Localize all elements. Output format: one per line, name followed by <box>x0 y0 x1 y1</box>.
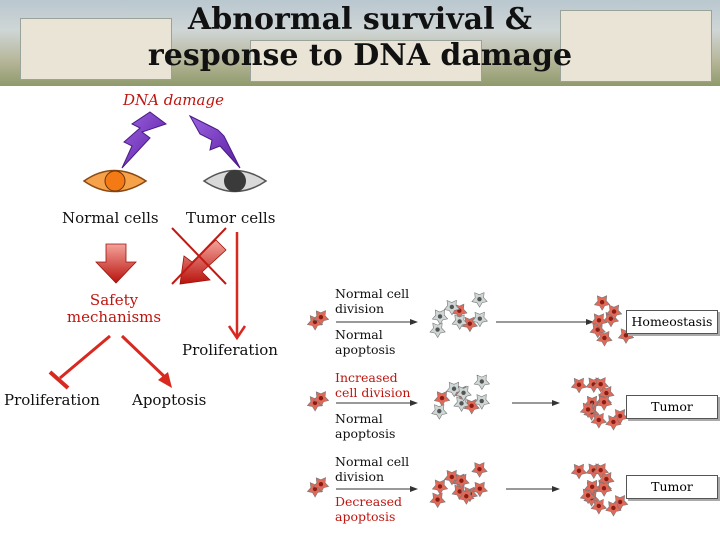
row-1-middle-1-nucleus <box>467 321 473 326</box>
row-1-initial-0-nucleus <box>312 319 318 325</box>
blocked-cross-line-2 <box>171 227 227 285</box>
row-1-final-5-nucleus <box>611 309 617 314</box>
row-3-apoptosis-label: Decreased apoptosis <box>335 494 403 524</box>
row-2-final-11-nucleus <box>611 419 616 425</box>
row-1-final-2-nucleus <box>599 299 605 305</box>
tumor-cell-nucleus-icon <box>224 170 246 192</box>
row-2-final-6-nucleus <box>596 417 602 423</box>
row-2-middle-6-nucleus <box>479 398 484 404</box>
outcome-tumor-box-1: Tumor <box>626 395 718 419</box>
tumor-proliferation-arrow-head-icon <box>227 325 247 341</box>
row-2-final-9-nucleus <box>585 407 591 412</box>
row-1-division-label: Normal cell division <box>335 286 410 316</box>
row-2-middle-5-nucleus <box>451 386 457 391</box>
lightning-bolt-left-icon <box>121 111 168 169</box>
outcome-homeostasis-box: Homeostasis <box>626 310 718 334</box>
row-1-initial-1-nucleus <box>318 314 324 320</box>
row-1-middle-5-nucleus <box>449 304 455 310</box>
apoptosis-arrow-head-icon <box>158 372 172 388</box>
inhibit-proliferation-line <box>59 334 111 380</box>
row-3-left-arrow-head-icon <box>410 486 418 492</box>
row-2-right-arrow-head-icon <box>552 400 560 406</box>
row-2-final-3-nucleus <box>617 413 623 419</box>
row-1-middle-2-nucleus <box>437 314 443 319</box>
row-2-final-8-nucleus <box>601 400 607 405</box>
row-2-middle-8-nucleus <box>461 390 466 395</box>
proliferation-blocked-label: Proliferation <box>4 391 100 409</box>
safety-mechanisms-label-line-1: Safety <box>89 291 139 309</box>
row-3-middle-3-nucleus <box>477 466 482 472</box>
row-3-final-6-nucleus <box>596 503 602 509</box>
row-2-middle-3-nucleus <box>479 379 485 384</box>
title-banner <box>0 0 720 86</box>
apoptosis-label: Apoptosis <box>132 391 207 409</box>
row-2-final-10-nucleus <box>598 381 603 387</box>
row-2-initial-1-nucleus <box>318 395 324 401</box>
row-3-right-arrow-head-icon <box>552 486 560 492</box>
lightning-bolt-right-icon <box>188 114 241 169</box>
row-1-apoptosis-label: Normal apoptosis <box>335 327 396 357</box>
row-3-initial-1-nucleus <box>318 481 324 487</box>
banner-building-center <box>250 40 482 82</box>
row-1-left-arrow-head-icon <box>410 319 418 325</box>
banner-building-right <box>560 10 712 82</box>
safety-mechanisms-label-line-2: mechanisms <box>66 308 162 326</box>
row-2-middle-7-nucleus <box>437 408 442 414</box>
slide-title-line-1: Abnormal survival & <box>187 2 533 37</box>
outcome-tumor-box-2: Tumor <box>626 475 718 499</box>
slide-title-line-2: response to DNA damage <box>147 38 573 73</box>
row-1-final-1-nucleus <box>595 327 600 332</box>
row-3-final-11-nucleus <box>611 505 616 511</box>
row-3-final-7-nucleus <box>576 468 582 473</box>
row-3-middle-2-nucleus <box>437 484 443 489</box>
row-2-division-label: Increased cell division <box>335 370 411 400</box>
row-2-final-7-nucleus <box>576 382 582 387</box>
row-2-apoptosis-label: Normal apoptosis <box>335 411 396 441</box>
row-2-middle-4-nucleus <box>459 401 464 406</box>
safety-mechanisms-label: Safety mechanisms <box>62 292 166 326</box>
proliferation-tumor-label: Proliferation <box>182 341 278 359</box>
row-3-initial-0-nucleus <box>312 486 318 492</box>
row-3-final-3-nucleus <box>617 499 623 505</box>
dna-damage-label: DNA damage <box>123 91 224 109</box>
row-3-final-12-nucleus <box>589 484 595 490</box>
row-3-final-9-nucleus <box>585 493 591 498</box>
row-3-final-10-nucleus <box>598 467 603 473</box>
row-1-final-6-nucleus <box>602 335 607 341</box>
row-1-final-0-nucleus <box>608 316 614 321</box>
blocked-arrow-icon <box>179 239 227 285</box>
row-1-final-3-nucleus <box>623 333 629 338</box>
inhibit-proliferation-bar <box>48 370 70 390</box>
normal-cell-nucleus-icon <box>104 170 126 192</box>
row-1-middle-4-nucleus <box>457 319 462 324</box>
row-1-middle-7-nucleus <box>435 327 440 332</box>
row-3-middle-9-nucleus <box>464 494 469 499</box>
normal-cells-down-arrow-icon <box>95 243 137 284</box>
row-1-right-arrow-head-icon <box>586 319 594 325</box>
row-3-middle-8-nucleus <box>459 478 464 483</box>
row-3-middle-7-nucleus <box>435 497 440 502</box>
row-3-final-5-nucleus <box>604 476 609 482</box>
row-2-middle-1-nucleus <box>469 403 474 409</box>
tumor-cells-label: Tumor cells <box>186 209 276 227</box>
row-3-middle-5-nucleus <box>449 474 455 480</box>
row-1-final-4-nucleus <box>596 318 602 323</box>
cell-clusters <box>306 292 635 517</box>
apoptosis-arrow-line <box>120 334 170 382</box>
row-3-middle-6-nucleus <box>477 486 482 491</box>
row-1-middle-6-nucleus <box>477 316 482 321</box>
row-2-left-arrow-head-icon <box>410 400 418 406</box>
row-3-final-8-nucleus <box>601 486 607 491</box>
banner-building-left <box>20 18 172 80</box>
normal-cells-label: Normal cells <box>62 209 159 227</box>
slide-title: Abnormal survival & response to DNA dama… <box>0 2 720 74</box>
row-3-middle-4-nucleus <box>457 489 462 494</box>
row-2-middle-2-nucleus <box>439 395 445 401</box>
row-3-division-label: Normal cell division <box>335 454 410 484</box>
row-2-initial-0-nucleus <box>312 400 318 406</box>
row-1-middle-3-nucleus <box>477 296 482 302</box>
row-2-final-5-nucleus <box>604 390 609 396</box>
